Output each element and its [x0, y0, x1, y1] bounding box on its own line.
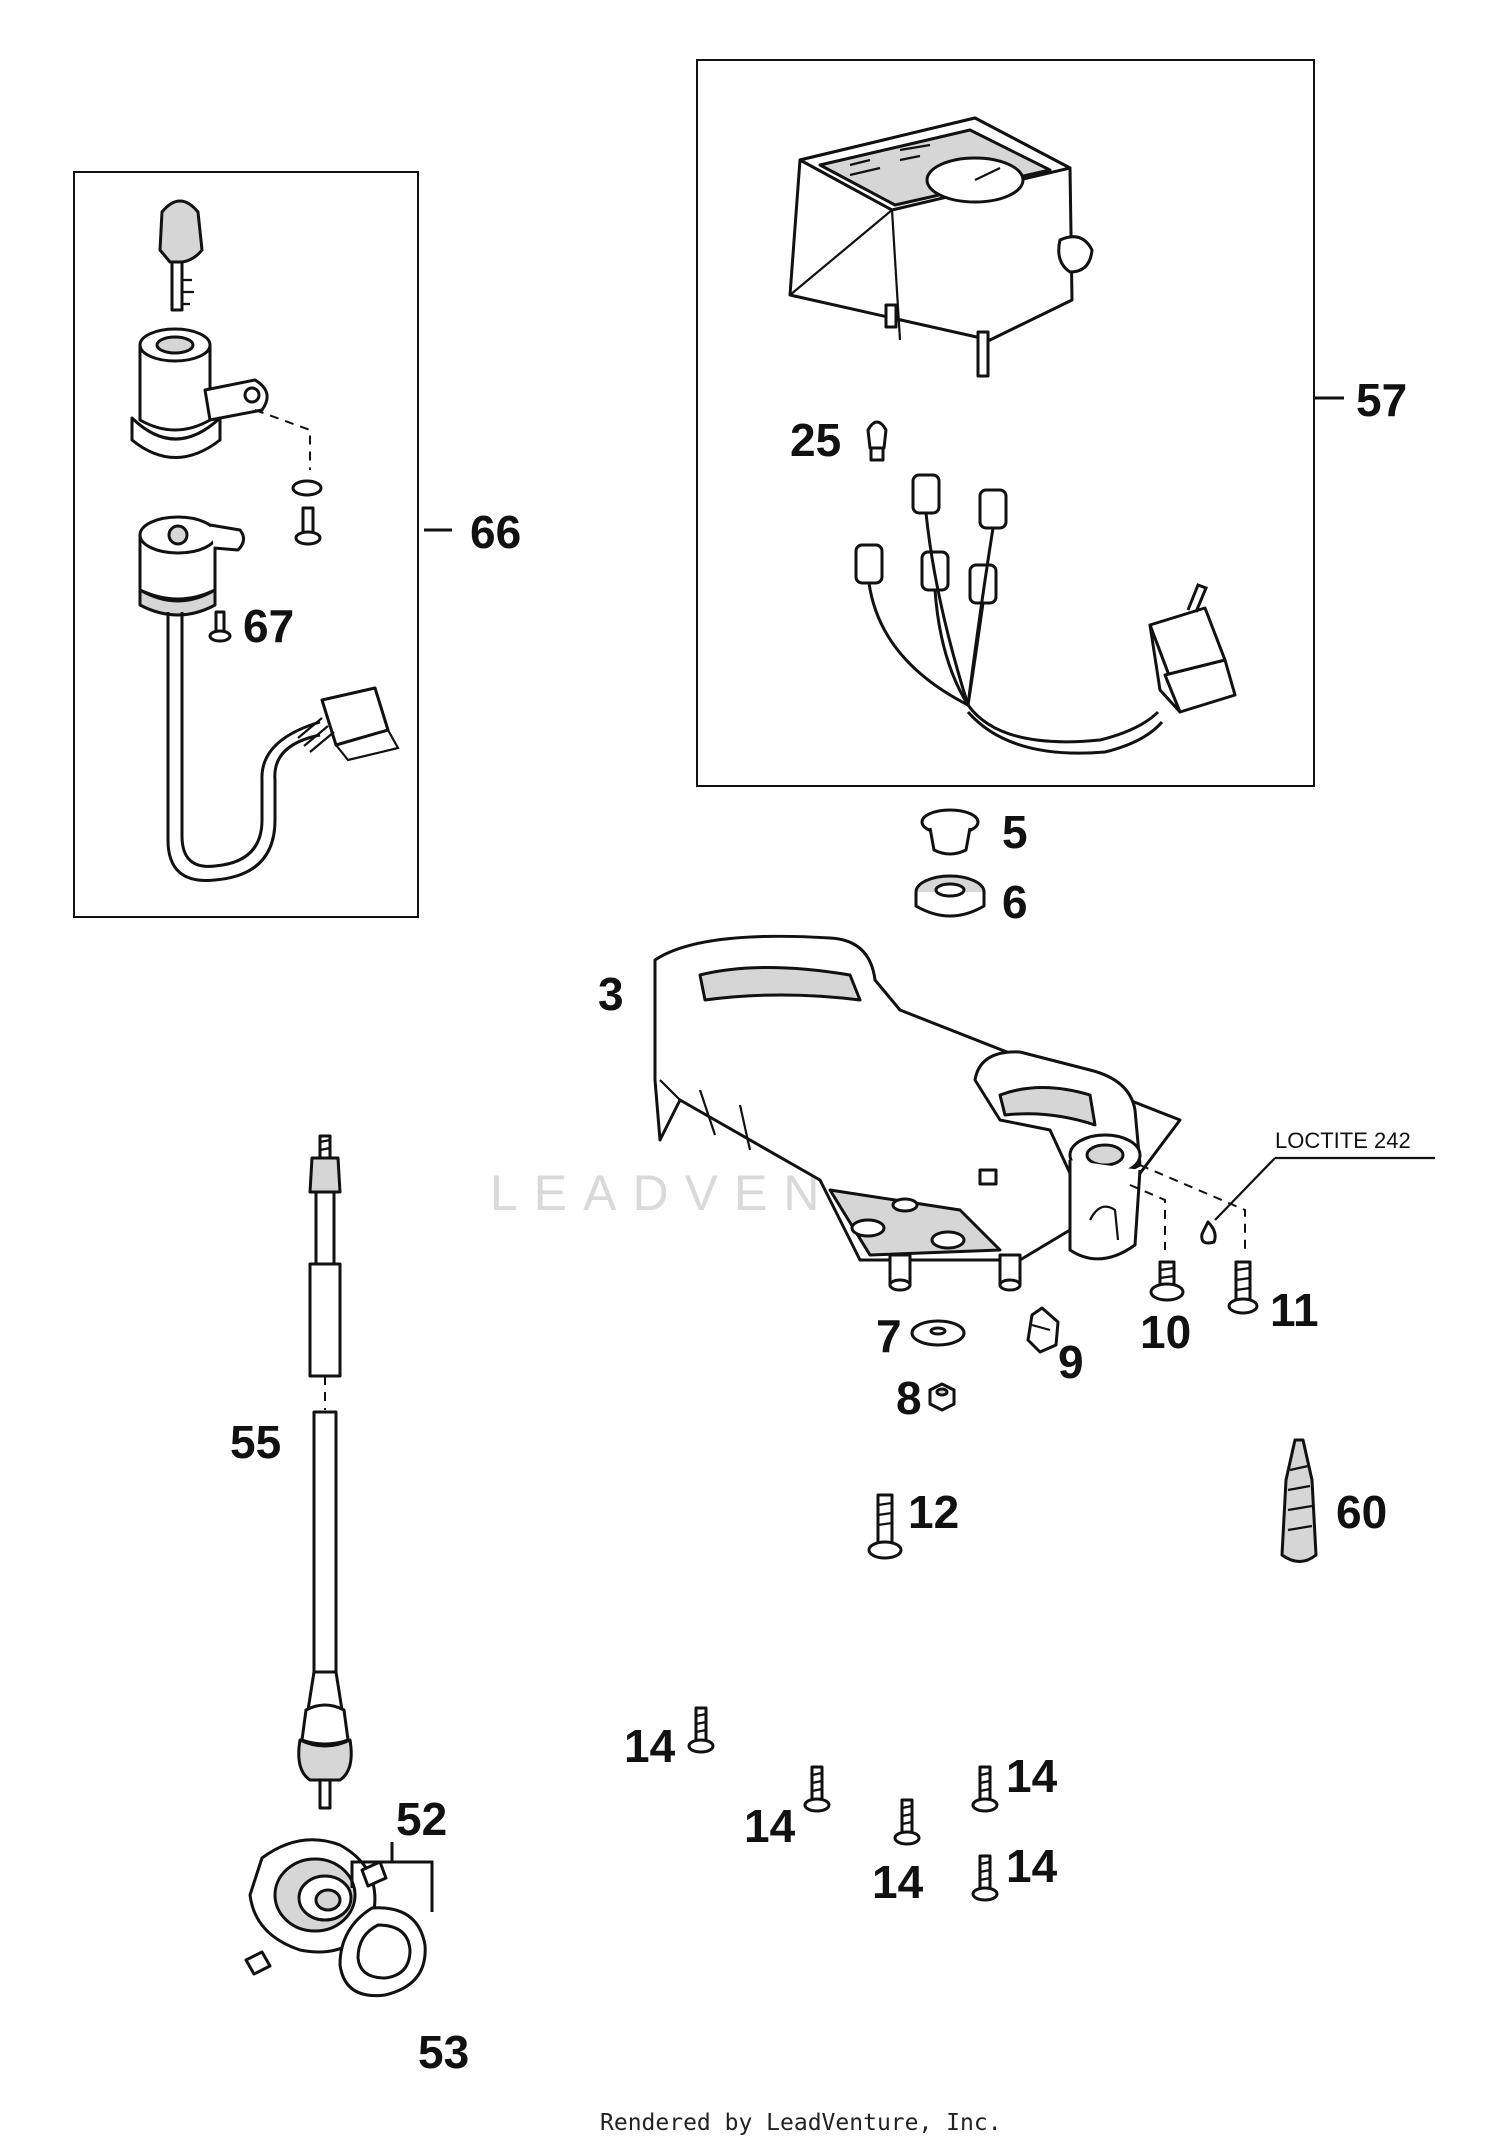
lock-cylinder-icon — [130, 327, 269, 459]
label-66: 66 — [470, 506, 521, 558]
ignition-cable — [166, 612, 321, 882]
label-10: 10 — [1140, 1306, 1191, 1358]
ignition-switch-icon — [138, 515, 245, 617]
lock-mount-dash — [254, 409, 311, 470]
nut-8-icon — [928, 1382, 956, 1412]
credit-text: Rendered by LeadVenture, Inc. — [600, 2110, 1002, 2136]
kit-57-frame — [696, 59, 1315, 787]
bolt-12-icon — [867, 1493, 903, 1560]
speedometer-drive-52-icon — [244, 1838, 388, 1976]
speedometer-housing-icon — [788, 116, 1094, 378]
small-screw-67-icon — [208, 610, 232, 643]
washer-7-icon — [910, 1319, 966, 1347]
ignition-connector-icon — [297, 686, 400, 762]
label-14b: 14 — [744, 1800, 796, 1852]
label-9: 9 — [1058, 1336, 1084, 1388]
screw-14e-icon — [971, 1854, 999, 1902]
label-55: 55 — [230, 1416, 281, 1468]
label-14d: 14 — [872, 1856, 924, 1908]
label-12: 12 — [908, 1486, 959, 1538]
grommet-5-icon — [920, 808, 980, 856]
screw-14b-icon — [803, 1765, 831, 1813]
label-14a: 14 — [624, 1720, 676, 1772]
label-7: 7 — [876, 1310, 902, 1362]
loctite-text: LOCTITE 242 — [1275, 1128, 1411, 1153]
screw-11-icon — [1227, 1260, 1259, 1315]
label-60: 60 — [1336, 1486, 1387, 1538]
label-52: 52 — [396, 1793, 447, 1845]
screw-14c-icon — [971, 1765, 999, 1813]
screw-alignment-dash — [1129, 1164, 1246, 1255]
label-6: 6 — [1002, 876, 1028, 928]
clip-nut-9-icon — [1026, 1306, 1060, 1354]
label-14e: 14 — [1006, 1840, 1058, 1892]
speedometer-connector-icon — [1148, 583, 1237, 714]
ignition-lock-kit: 66 67 — [73, 171, 521, 918]
bulb-25-icon — [866, 420, 888, 462]
label-25: 25 — [790, 414, 841, 466]
wiring-harness-icon — [854, 473, 1164, 755]
bracket-3-icon — [653, 934, 1182, 1292]
label-5: 5 — [1002, 806, 1028, 858]
loctite-bottle-60-icon — [1280, 1438, 1318, 1563]
label-57: 57 — [1356, 374, 1407, 426]
lock-screw-icon — [294, 506, 322, 546]
screw-10-icon — [1149, 1260, 1185, 1302]
speedometer-kit: 57 25 — [696, 59, 1407, 787]
loctite-note: LOCTITE 242 — [1200, 1128, 1435, 1245]
lock-washer-icon — [291, 479, 323, 497]
kit-66-frame — [73, 171, 419, 918]
speedometer-cable-55-icon — [297, 1134, 353, 1810]
ignition-key-icon — [158, 199, 204, 312]
label-8: 8 — [896, 1372, 922, 1424]
label-3: 3 — [598, 968, 624, 1020]
retaining-ring-53-icon — [338, 1906, 427, 1998]
label-11: 11 — [1270, 1284, 1319, 1336]
label-53: 53 — [418, 2026, 469, 2078]
label-67: 67 — [243, 600, 294, 652]
screw-14a-icon — [687, 1706, 715, 1754]
label-14c: 14 — [1006, 1750, 1058, 1802]
screw-14d-icon — [893, 1798, 921, 1846]
grommet-6-icon — [914, 874, 986, 918]
